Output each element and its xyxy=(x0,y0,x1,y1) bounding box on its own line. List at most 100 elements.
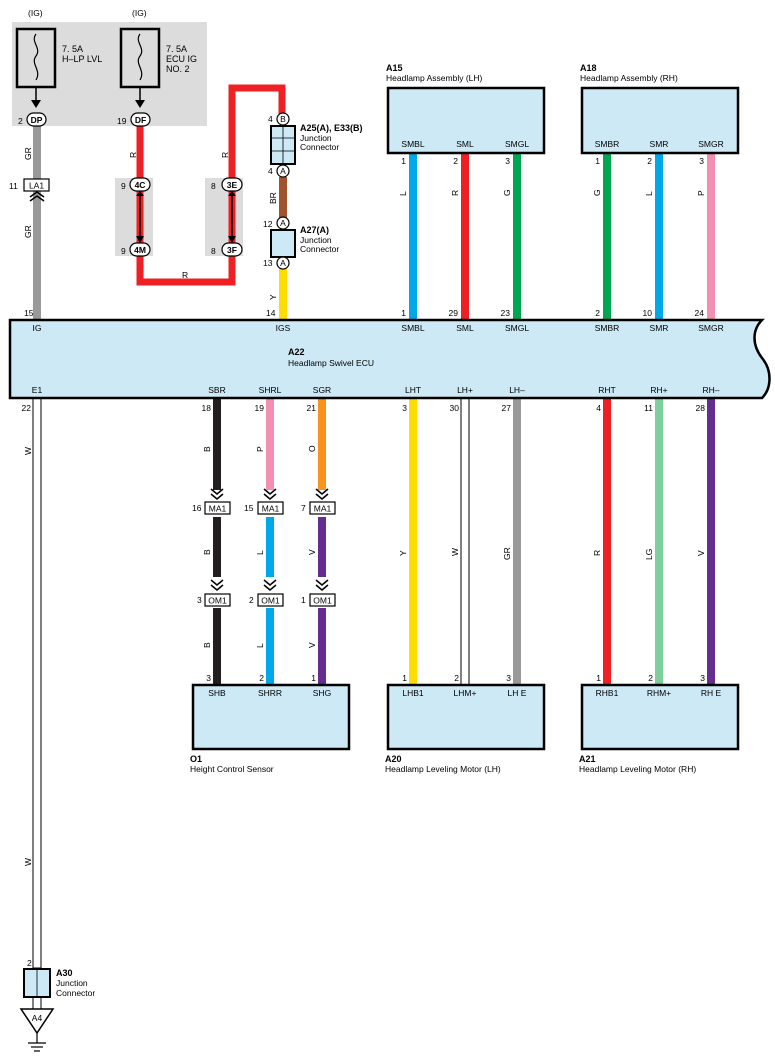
label-wire_colors-b: B xyxy=(202,549,212,555)
label-a18-terminals-0-label: SMBR xyxy=(595,139,620,149)
fuse-icon xyxy=(33,33,39,81)
label-a21-terminals-2-label: RH E xyxy=(701,688,722,698)
wire-label-br: BR xyxy=(268,192,278,204)
ground-icon: A4 xyxy=(19,1008,55,1052)
label-inline_connectors-la1-pin: 11 xyxy=(9,181,18,191)
label-o1-terminals-1-pin: 2 xyxy=(259,673,264,683)
label-ecu-bottom_terms-4-label: LHT xyxy=(405,385,421,395)
label-a15-terminals-2-label: SMGL xyxy=(505,139,529,149)
fuse-pin: 19 xyxy=(117,116,127,126)
label-inline_connectors-c4c-pin: 9 xyxy=(121,181,126,191)
label-ecu-top_terms-1-label: IGS xyxy=(276,323,291,333)
fuse-name-line1: ECU IG xyxy=(166,54,197,64)
label-a18-terminals-1-wire: L xyxy=(644,191,654,196)
label-wire_colors-b: B xyxy=(202,642,212,648)
label-wire_colors-b: B xyxy=(202,446,212,452)
connector-4c: 9 4C xyxy=(121,177,151,196)
component-id: O1 xyxy=(190,754,202,764)
label-a20-terminals-1-label: LHM+ xyxy=(454,688,477,698)
label-junctions-a27-lines-0: Junction xyxy=(300,235,332,245)
wire-smgr xyxy=(707,153,715,320)
fuse-h-lp-lvl: (IG) 7. 5A H–LP LVL 2 DP xyxy=(15,8,102,127)
wire-label-gr-1: GR xyxy=(23,147,33,160)
label-junctions-a27-top_conn: A xyxy=(280,218,286,228)
headlamp-swivel-ecu: 15 14 IG IGS SMBL SML SMGL SMBR SMR SMGR… xyxy=(8,308,771,400)
component-id: A18 xyxy=(580,63,597,73)
label-a18-terminals-2-label: SMGR xyxy=(698,139,724,149)
label-ecu-top_terms-3-label: SML xyxy=(456,323,474,333)
connector-la1: 11 LA1 xyxy=(9,178,50,202)
ground-label: A4 xyxy=(32,1013,43,1023)
label-inline_connectors-ma1-0-label: MA1 xyxy=(209,504,227,514)
label-ecu-bottom_terms-3-label: SGR xyxy=(313,385,331,395)
label-wire_colors-w: W xyxy=(23,858,33,866)
fuse-icon xyxy=(137,33,143,81)
label-a21-terminals-1-pin: 2 xyxy=(648,673,653,683)
wire-br xyxy=(279,177,287,222)
label-ecu-bottom_terms-2-label: SHRL xyxy=(259,385,282,395)
label-junctions-a25-title: A25(A), E33(B) xyxy=(300,123,363,133)
component-name: Headlamp Leveling Motor (RH) xyxy=(579,764,696,774)
fuse-rating: 7. 5A xyxy=(62,44,83,54)
label-ecu-bottom_terms-7-label: RHT xyxy=(598,385,615,395)
connector-om1-sgr: 1 OM1 xyxy=(301,579,336,607)
component-name: Headlamp Assembly (LH) xyxy=(386,73,483,83)
fuse-name: H–LP LVL xyxy=(62,54,102,64)
connector-dp xyxy=(26,112,47,127)
label-wire_colors-w: W xyxy=(23,447,33,455)
junction-a25-e33: 4 B 4 A A25(A), E33(B) Junction Connecto… xyxy=(268,112,363,178)
label-a15-terminals-1-wire: R xyxy=(450,190,460,196)
headlamp-assembly-lh: A15 Headlamp Assembly (LH) SMBL SML SMGL… xyxy=(386,63,546,318)
ecu-bottom-pins: 22 18 19 21 3 30 27 4 11 28 xyxy=(22,403,706,413)
label-ecu-bottom_terms-5-label: LH+ xyxy=(457,385,473,395)
label-inline_connectors-ma1-1-label: MA1 xyxy=(262,504,280,514)
label-inline_connectors-c3e-pin: 8 xyxy=(211,181,216,191)
connector-ma1-shrl: 15 MA1 xyxy=(244,488,284,515)
wire-lh-minus xyxy=(513,398,521,685)
label-junctions-a25-bot_pin: 4 xyxy=(268,166,273,176)
label-ecu-bottom_terms-1-pin: 18 xyxy=(202,403,212,413)
label-wire_colors-v: V xyxy=(307,549,317,555)
label-inline_connectors-om1-1-label: OM1 xyxy=(261,596,280,606)
connector-4m: 9 4M xyxy=(121,236,151,257)
label-wire_colors-p: P xyxy=(255,446,265,452)
wire-smgl xyxy=(513,153,521,320)
wire-rh-plus xyxy=(655,398,663,685)
headlamp-leveling-motor-lh: 1 2 3 LHB1 LHM+ LH E A20 Headlamp Leveli… xyxy=(385,673,546,774)
wire-label-r-1: R xyxy=(128,152,138,158)
label-a15-terminals-2-ecu_pin: 23 xyxy=(501,308,511,318)
label-inline_connectors-la1-label: LA1 xyxy=(29,181,44,191)
label-ecu-bottom_terms-9-pin: 28 xyxy=(696,403,706,413)
label-a21-terminals-2-wire: V xyxy=(696,550,706,556)
label-a20-terminals-2-pin: 3 xyxy=(506,673,511,683)
label-ecu-bottom_terms-1-label: SBR xyxy=(208,385,225,395)
label-ecu-bottom_terms-0-label: E1 xyxy=(32,385,43,395)
label-ecu-bottom_terms-9-label: RH– xyxy=(702,385,719,395)
label-a15-terminals-1-top_pin: 2 xyxy=(453,156,458,166)
label-junctions-a27-bot_pin: 13 xyxy=(263,258,273,268)
label-wire_colors-v: V xyxy=(307,642,317,648)
label-junctions-a25-lines-0: Junction xyxy=(300,133,332,143)
label-ecu-bottom_terms-8-label: RH+ xyxy=(650,385,667,395)
label-a21-terminals-1-label: RHM+ xyxy=(647,688,671,698)
label-a18-terminals-0-top_pin: 1 xyxy=(595,156,600,166)
label-o1-terminals-0-label: SHB xyxy=(208,688,226,698)
label-a21-terminals-0-wire: R xyxy=(592,550,602,556)
component-name: Headlamp Assembly (RH) xyxy=(580,73,678,83)
component-name: Headlamp Swivel ECU xyxy=(288,358,374,368)
junction-a30: 2 A30 Junction Connector xyxy=(23,958,95,998)
label-ecu-top_terms-0-label: IG xyxy=(33,323,42,333)
headlamp-leveling-motor-rh: 1 2 3 RHB1 RHM+ RH E A21 Headlamp Leveli… xyxy=(579,673,740,774)
label-inline_connectors-c3f-pin: 8 xyxy=(211,246,216,256)
connector-3f: 8 3F xyxy=(211,236,243,257)
wire-sbr xyxy=(213,398,221,685)
fuse-panel xyxy=(12,22,207,126)
connector-om1-sbr: 3 OM1 xyxy=(197,579,231,607)
label-junctions-a30-title: A30 xyxy=(56,968,73,978)
label-a20-terminals-0-pin: 1 xyxy=(402,673,407,683)
label-wire_colors-l: L xyxy=(255,643,265,648)
label-o1-terminals-1-label: SHRR xyxy=(258,688,282,698)
label-a15-terminals-2-top_pin: 3 xyxy=(505,156,510,166)
label-o1-terminals-2-label: SHG xyxy=(313,688,331,698)
